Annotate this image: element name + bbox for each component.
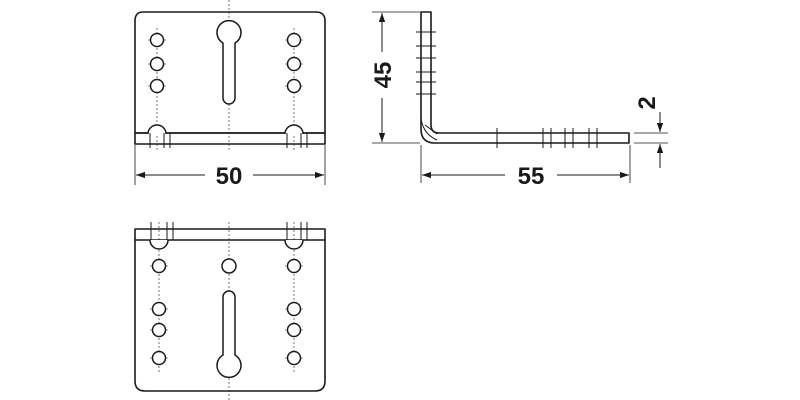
mounting-hole: [151, 322, 167, 338]
dimension-label-height: 45: [370, 62, 397, 89]
mounting-hole: [149, 56, 165, 72]
keyhole-slot: [216, 290, 242, 379]
dimension-thickness: 2: [634, 96, 668, 168]
mounting-hole: [221, 258, 237, 274]
side-view: [416, 11, 630, 148]
rear-view: [134, 222, 326, 400]
keyhole-slot: [216, 19, 242, 105]
dimension-width: 50: [134, 145, 326, 190]
mounting-hole: [286, 322, 302, 338]
mounting-hole: [286, 350, 302, 366]
dimension-label-length: 55: [518, 163, 545, 190]
front-view: [134, 0, 326, 150]
mounting-hole: [151, 301, 167, 317]
mounting-hole: [286, 56, 302, 72]
dimension-label-width: 50: [216, 163, 243, 190]
mounting-hole: [151, 350, 167, 366]
mounting-hole: [286, 301, 302, 317]
mounting-hole: [149, 32, 165, 48]
mounting-hole: [151, 258, 167, 274]
mounting-hole: [286, 78, 302, 94]
mounting-hole: [286, 258, 302, 274]
mounting-hole: [286, 32, 302, 48]
dimension-label-thickness: 2: [634, 96, 661, 109]
dimension-length: 55: [420, 145, 631, 190]
mounting-hole: [149, 78, 165, 94]
dimension-height: 45: [370, 11, 420, 144]
